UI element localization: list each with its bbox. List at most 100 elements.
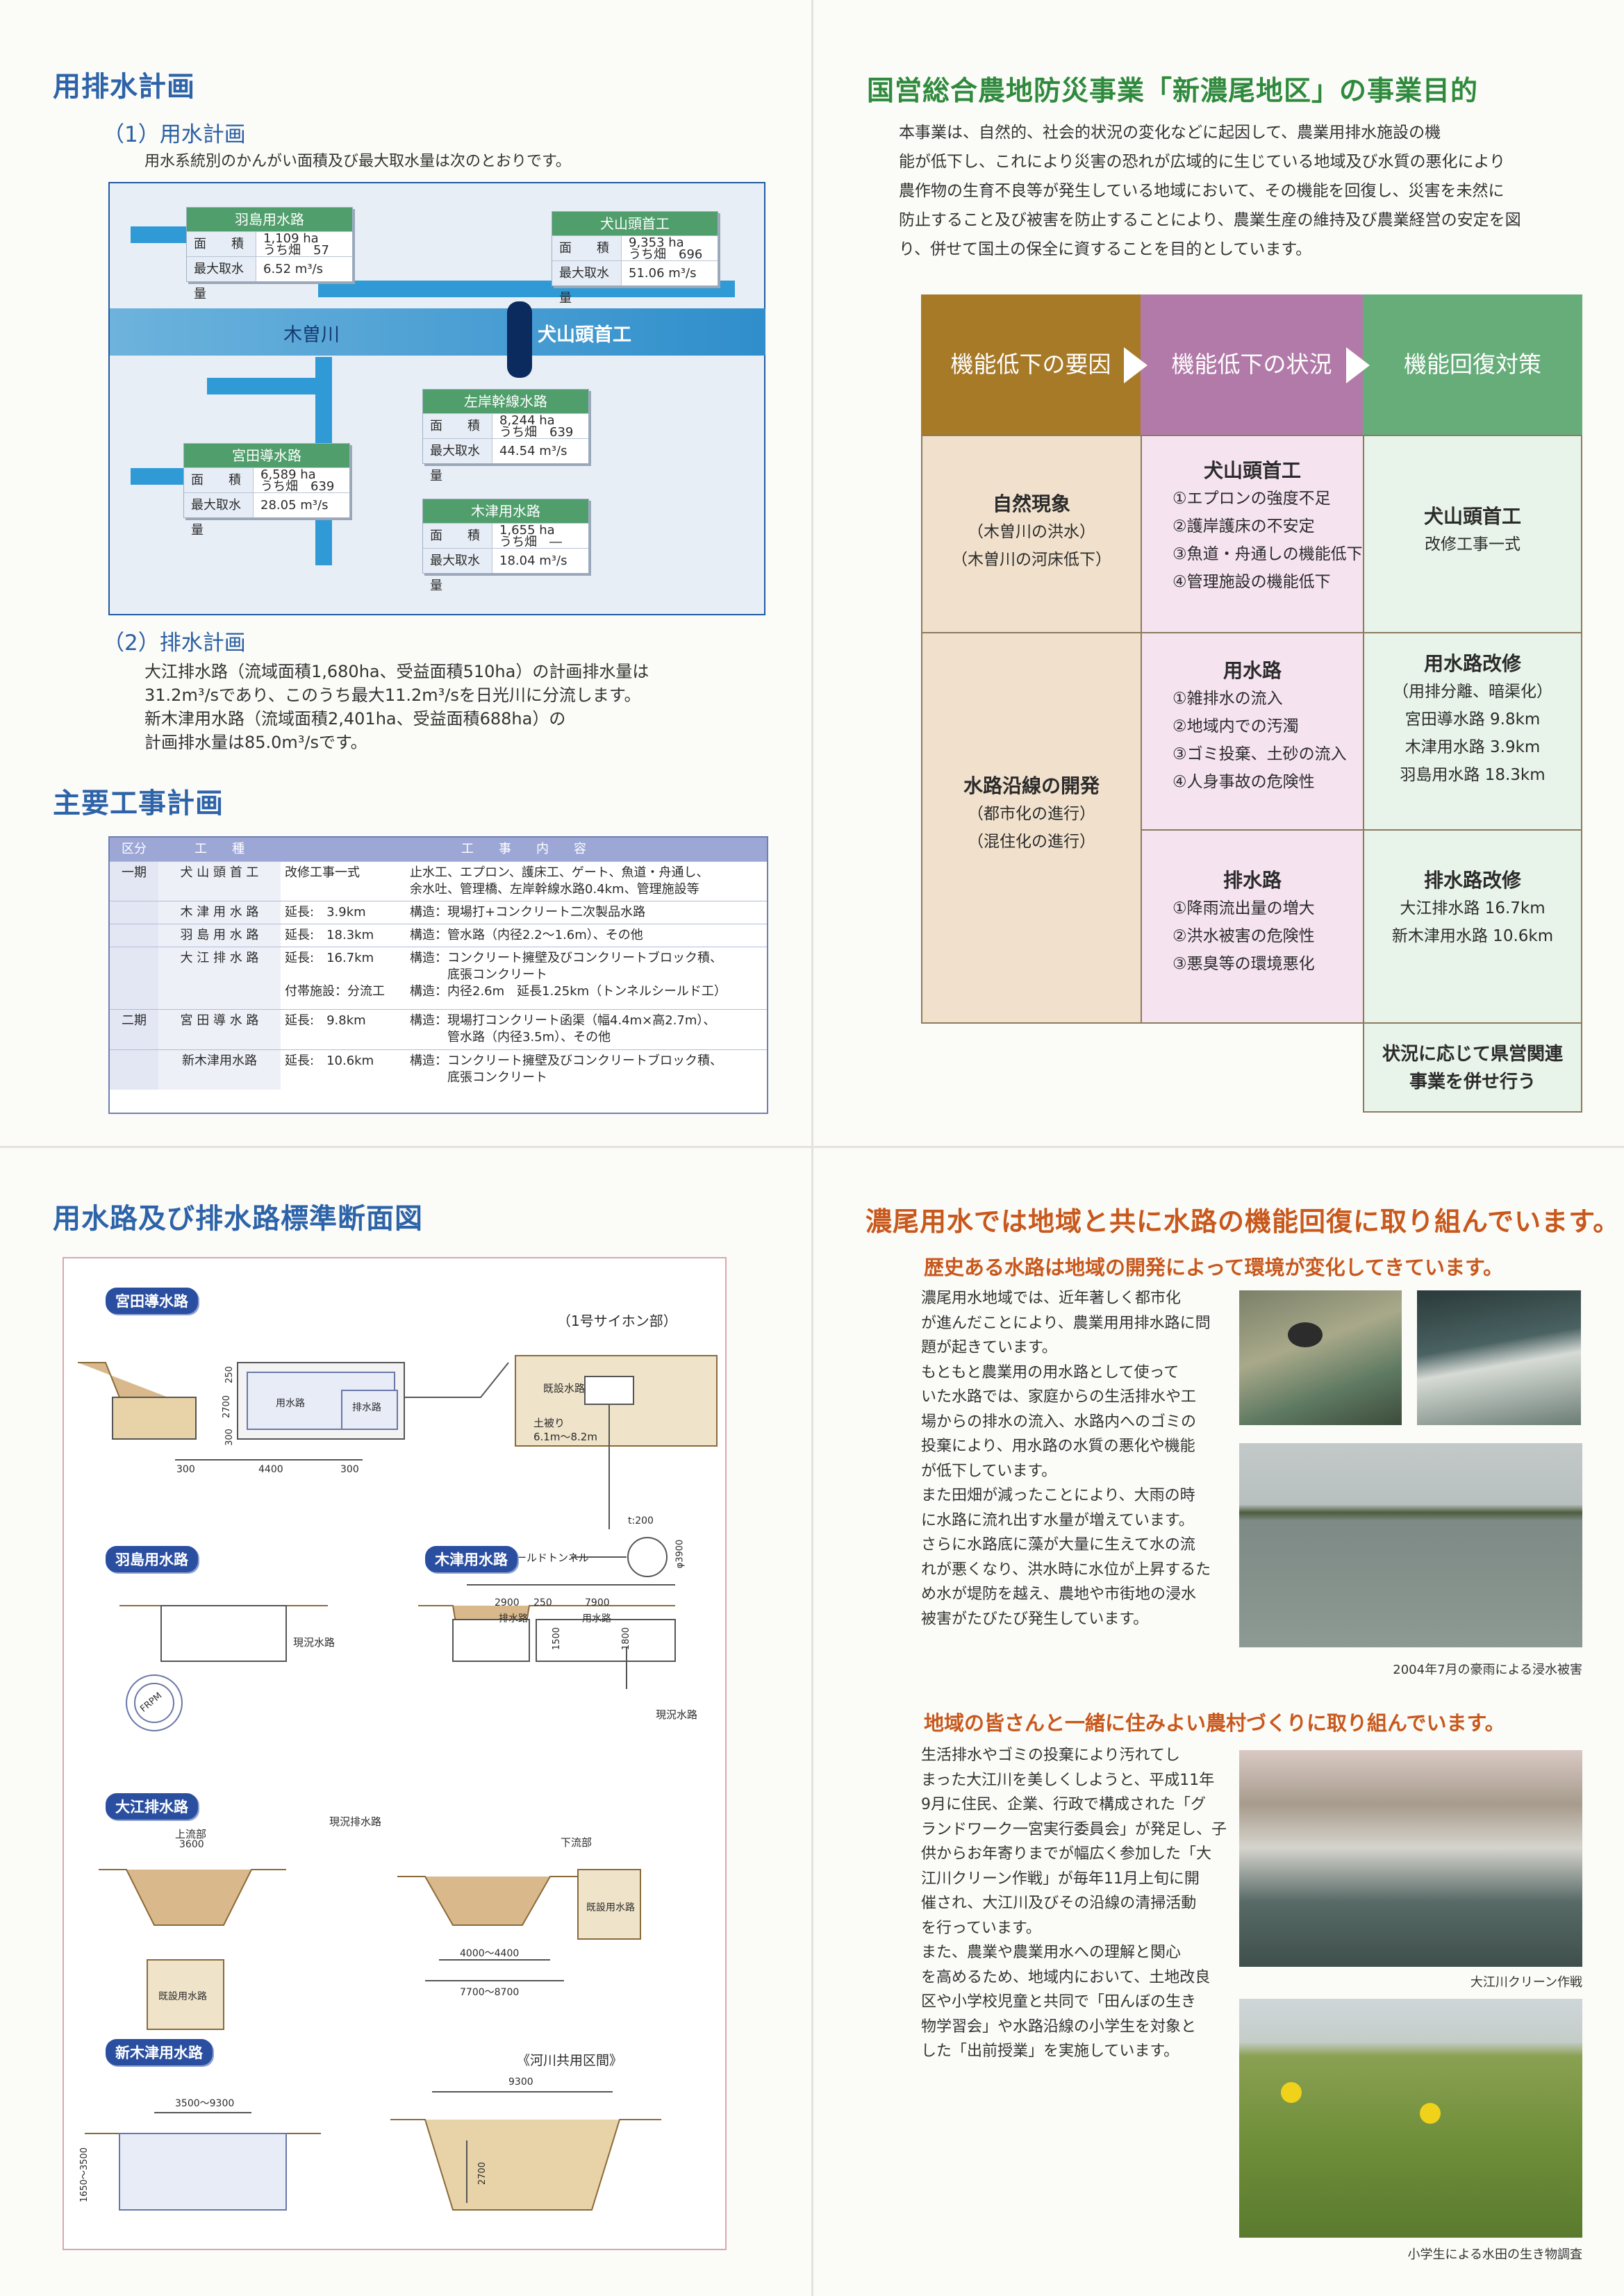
- status-item: ①雑排水の流入: [1173, 690, 1283, 708]
- extra-line: 状況に応じて県営関連: [1382, 1044, 1563, 1065]
- works-cell-structure: 止水工、エプロン、護床工、ゲート、魚道・舟通し、 余水吐、管理橋、左岸幹線水路0…: [410, 865, 709, 897]
- dim-300-a: 300: [176, 1464, 195, 1475]
- label-yousui: 用水路: [276, 1398, 305, 1409]
- status-item: ④管理施設の機能低下: [1173, 573, 1331, 591]
- plan-title: 用排水計画: [53, 71, 195, 103]
- status-title: 犬山頭首工: [1203, 459, 1301, 482]
- community-line: ランドワーク一宮実行委員会」が発足し、子: [921, 1820, 1227, 1838]
- works-cell-phase: 一期: [110, 862, 158, 901]
- community-line: 催され、大江川及びその沿線の清掃活動: [921, 1895, 1197, 1912]
- table-row: 一期犬 山 頭 首 工改修工事一式止水工、エプロン、護床工、ゲート、魚道・舟通し…: [110, 861, 767, 901]
- works-cell-structure: 構造：管水路（内径2.2～1.6m）、その他: [410, 928, 643, 942]
- label-oe-kisetsu-yousui-2: 既設用水路: [586, 1902, 635, 1913]
- area-key: 面 積: [423, 414, 492, 438]
- cross-section-drawings: [78, 1355, 718, 2211]
- cross-section-title: 用水路及び排水路標準断面図: [53, 1203, 423, 1235]
- label-kizu-genkyo: 現況水路: [656, 1708, 698, 1721]
- river-label: 木曽川: [283, 324, 340, 346]
- card-title: 木津用水路: [423, 499, 588, 523]
- history-line: が進んだことにより、農業用用排水路に問: [921, 1314, 1211, 1332]
- photo-trash-canal: [1417, 1290, 1581, 1425]
- measure-line: 宮田導水路 9.8km: [1405, 710, 1541, 729]
- label-kizu-haisui: 排水路: [499, 1613, 528, 1624]
- measure-prefecture: 状況に応じて県営関連 事業を併せ行う: [1363, 1022, 1582, 1113]
- area-value: 1,109 ha: [263, 231, 319, 246]
- photo-paddy-survey: [1239, 1999, 1582, 2238]
- intro-line: 能が低下し、これにより災害の恐れが広域的に生じている地域及び水質の悪化により: [899, 153, 1506, 171]
- label-t200: t:200: [628, 1515, 654, 1526]
- cross-section-panel: 宮田導水路 （1号サイホン部） 用水路 排水路 300 4400 300 250…: [63, 1257, 727, 2250]
- dim-2900: 2900: [495, 1597, 520, 1608]
- history-subheading: 歴史ある水路は地域の開発によって環境が変化してきています。: [924, 1256, 1504, 1279]
- works-cell-length: 延長: 10.6km: [285, 1054, 374, 1068]
- max-value: 44.54 m³/s: [499, 444, 567, 458]
- status-item: ④人身事故の危険性: [1173, 773, 1315, 791]
- dim-3600: 3600: [179, 1839, 204, 1850]
- community-line: また、農業や農業用水への理解と関心: [921, 1944, 1182, 1961]
- cause-line: （都市化の進行）: [968, 805, 1095, 823]
- max-value: 51.06 m³/s: [629, 266, 697, 281]
- cause-line: （木曽川の洪水）: [968, 523, 1095, 541]
- community-title: 濃尾用水では地域と共に水路の機能回復に取り組んでいます。: [865, 1206, 1621, 1237]
- max-key: 最大取水量: [187, 257, 256, 301]
- irrigation-intro: 用水系統別のかんがい面積及び最大取水量は次のとおりです。: [144, 153, 571, 170]
- works-cell-structure: 構造：現場打+コンクリート二次製品水路: [410, 905, 646, 920]
- label-kizu-yousui: 用水路: [582, 1613, 611, 1624]
- measure-line: 新木津用水路 10.6km: [1391, 927, 1554, 945]
- community-subheading: 地域の皆さんと一緒に住みよい農村づくりに取り組んでいます。: [924, 1711, 1505, 1735]
- photo-flood-damage: [1239, 1443, 1582, 1647]
- history-line: め水が堤防を越え、農地や市街地の浸水: [921, 1586, 1197, 1603]
- works-cell-structure: 構造：コンクリート擁壁及びコンクリートブロック積、 底張コンクリート: [410, 1054, 722, 1085]
- dim-300-b: 300: [340, 1464, 359, 1475]
- drainage-line: 31.2m³/sであり、このうち最大11.2m³/sを日光川に分流します。: [144, 685, 641, 705]
- card-title: 左岸幹線水路: [423, 390, 588, 413]
- label-haisui: 排水路: [352, 1402, 381, 1413]
- page-fold-vertical: [811, 0, 813, 2296]
- area-value: 9,353 ha: [629, 235, 684, 250]
- table-row: 大 江 排 水 路延長: 16.7km 付帯施設：分流工構造：コンクリート擁壁及…: [110, 947, 767, 1009]
- history-line: また田畑が減ったことにより、大雨の時: [921, 1487, 1195, 1504]
- status-title: 排水路: [1223, 869, 1282, 892]
- dim-300-c: 300: [224, 1429, 235, 1446]
- purpose-intro: 本事業は、自然的、社会的状況の変化などに起因して、農業用排水施設の機 能が低下し…: [899, 118, 1521, 264]
- dim-250: 250: [224, 1366, 235, 1383]
- label-shinkizu: 新木津用水路: [106, 2039, 213, 2065]
- measure-line: 木津用水路 3.9km: [1405, 738, 1541, 756]
- measure-drain: 排水路改修 大江排水路 16.7km 新木津用水路 10.6km: [1363, 829, 1582, 1024]
- extra-line: 事業を併せ行う: [1409, 1072, 1536, 1092]
- dim-7900: 7900: [585, 1597, 610, 1608]
- helmet-shape: [1420, 2103, 1441, 2124]
- dim-1800: 1800: [621, 1627, 632, 1651]
- label-hashima: 羽島用水路: [106, 1546, 198, 1572]
- upland-value: うち畑 57: [263, 242, 329, 258]
- max-key: 最大取水量: [423, 549, 492, 593]
- sagan-pipe-left: [207, 378, 332, 394]
- community-paragraph: 生活排水やゴミの投棄により汚れてし まった大江川を美しくしようと、平成11年 9…: [921, 1743, 1227, 2064]
- measure-title: 用水路改修: [1423, 652, 1521, 675]
- community-line: 区や小学校児童と共同で「田んぼの生き: [921, 1993, 1197, 2011]
- photo-oe-river-cleanup: [1239, 1750, 1582, 1967]
- status-item: ③悪臭等の環境悪化: [1173, 955, 1315, 973]
- history-line: いた水路では、家庭からの生活排水や工: [921, 1388, 1197, 1406]
- status-drain: 排水路 ①降雨流出量の増大 ②洪水被害の危険性 ③悪臭等の環境悪化: [1141, 829, 1364, 1024]
- label-dokaburi-value: 6.1m～8.2m: [533, 1431, 597, 1443]
- card-title: 羽島用水路: [187, 208, 352, 231]
- community-line: を高めるため、地域内において、土地改良: [921, 1968, 1211, 1986]
- col-head-measure: 機能回復対策: [1363, 294, 1582, 435]
- irrigation-heading: （1）用水計画: [103, 122, 246, 147]
- photo-drain-outflow: [1239, 1290, 1402, 1425]
- status-item: ②洪水被害の危険性: [1173, 927, 1315, 945]
- header-phase: 区分: [122, 842, 147, 856]
- status-weir: 犬山頭首工 ①エプロンの強度不足 ②護岸護床の不安定 ③魚道・舟通しの機能低下 …: [1141, 435, 1364, 633]
- kiso-river-band: [110, 308, 765, 356]
- label-genkyo-hai: 現況排水路: [329, 1815, 382, 1828]
- area-value: 6,589 ha: [260, 467, 316, 482]
- works-cell-length: 延長: 3.9km: [285, 905, 366, 920]
- works-cell-length: 延長: 9.8km: [285, 1013, 366, 1028]
